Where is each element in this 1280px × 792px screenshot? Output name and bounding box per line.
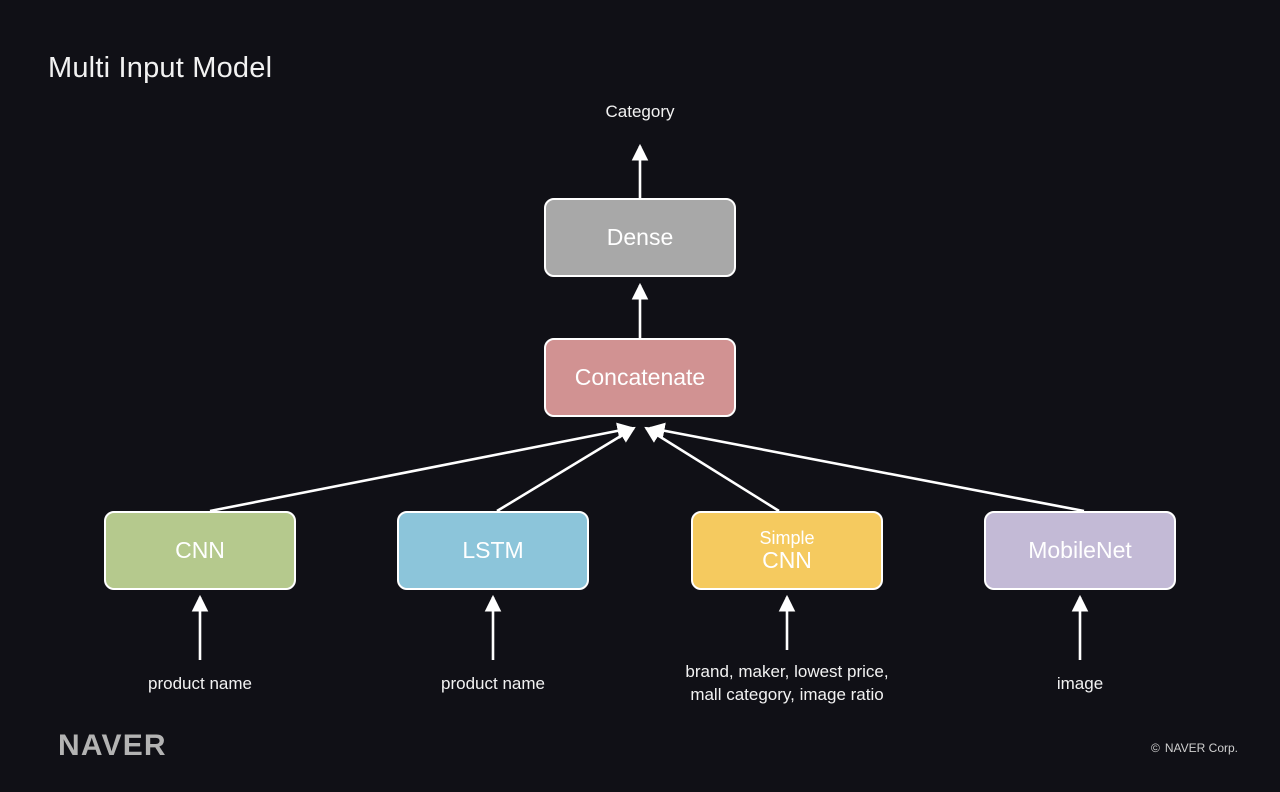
node-mobilenet[interactable]: MobileNet bbox=[984, 511, 1176, 590]
output-label-category: Category bbox=[605, 102, 675, 121]
copyright-text: NAVER Corp. bbox=[1164, 741, 1238, 755]
node-cnn-label: CNN bbox=[175, 536, 225, 563]
copyright-notice: © NAVER Corp. bbox=[1151, 741, 1238, 755]
edge-lstm-to-concat bbox=[496, 426, 636, 513]
node-simple-cnn-label-line2: CNN bbox=[762, 546, 812, 573]
node-dense-label: Dense bbox=[606, 223, 674, 250]
node-simple-cnn-label-line1: Simple bbox=[759, 527, 815, 548]
node-cnn[interactable]: CNN bbox=[104, 511, 296, 590]
input-label-mobilenet: image bbox=[1056, 674, 1104, 693]
input-label-cnn: product name bbox=[148, 674, 252, 693]
node-concatenate-label: Concatenate bbox=[574, 363, 706, 390]
node-simple-cnn[interactable]: Simple CNN bbox=[691, 511, 883, 590]
node-dense[interactable]: Dense bbox=[544, 198, 736, 277]
node-mobilenet-label: MobileNet bbox=[1028, 536, 1132, 563]
edge-mobilenet-to-concat bbox=[647, 422, 1085, 513]
node-concatenate[interactable]: Concatenate bbox=[544, 338, 736, 417]
naver-logo: NAVER bbox=[58, 729, 167, 762]
node-lstm[interactable]: LSTM bbox=[397, 511, 589, 590]
node-lstm-label: LSTM bbox=[462, 536, 524, 563]
page-title: Multi Input Model bbox=[48, 52, 273, 84]
input-label-simple-cnn: brand, maker, lowest price, mall categor… bbox=[685, 662, 889, 704]
copyright-icon: © bbox=[1151, 741, 1160, 755]
edge-cnn-to-concat bbox=[209, 422, 635, 513]
edge-simplecnn-to-concat bbox=[644, 426, 780, 513]
input-label-lstm: product name bbox=[441, 674, 545, 693]
